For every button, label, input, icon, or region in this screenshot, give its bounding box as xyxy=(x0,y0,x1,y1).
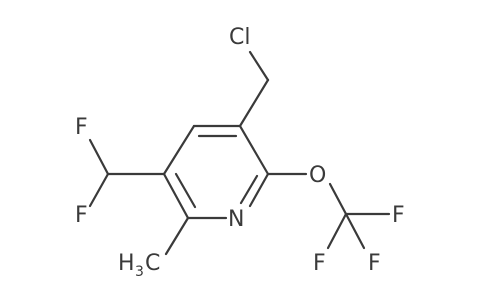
bond-c3-ch2 xyxy=(238,78,270,128)
bond-ch2-cl xyxy=(248,50,270,82)
atom-f-right-bottom-right: F xyxy=(368,251,381,276)
atom-methyl-c: C xyxy=(145,251,160,276)
atom-o: O xyxy=(309,163,326,188)
double-bond-c5-c6 xyxy=(174,172,197,209)
atom-n: N xyxy=(228,207,244,232)
atom-cl: Cl xyxy=(229,25,250,50)
bond-o-cf3 xyxy=(328,182,348,216)
atom-f-bottom-left: F xyxy=(75,203,88,228)
atom-f-top-left: F xyxy=(75,115,88,140)
bond-c4-c5 xyxy=(162,124,196,176)
bond-cf3-f-bottom-right xyxy=(344,212,366,250)
bond-c6-methyl xyxy=(164,216,190,256)
bond-c2-c3 xyxy=(238,124,270,176)
bond-n-c2 xyxy=(248,172,270,208)
atom-f-right-top: F xyxy=(392,203,405,228)
bond-cf3-f-bottom-left xyxy=(326,212,348,250)
bond-chf2-f-top xyxy=(88,138,110,176)
atom-methyl-h: H xyxy=(118,251,135,276)
bond-chf2-f-bottom xyxy=(88,172,110,208)
double-bond-n-c2 xyxy=(239,174,259,205)
atom-methyl-subscript: 3 xyxy=(135,264,144,280)
atom-f-right-bottom-left: F xyxy=(313,251,326,276)
bond-c5-c6 xyxy=(162,172,190,220)
